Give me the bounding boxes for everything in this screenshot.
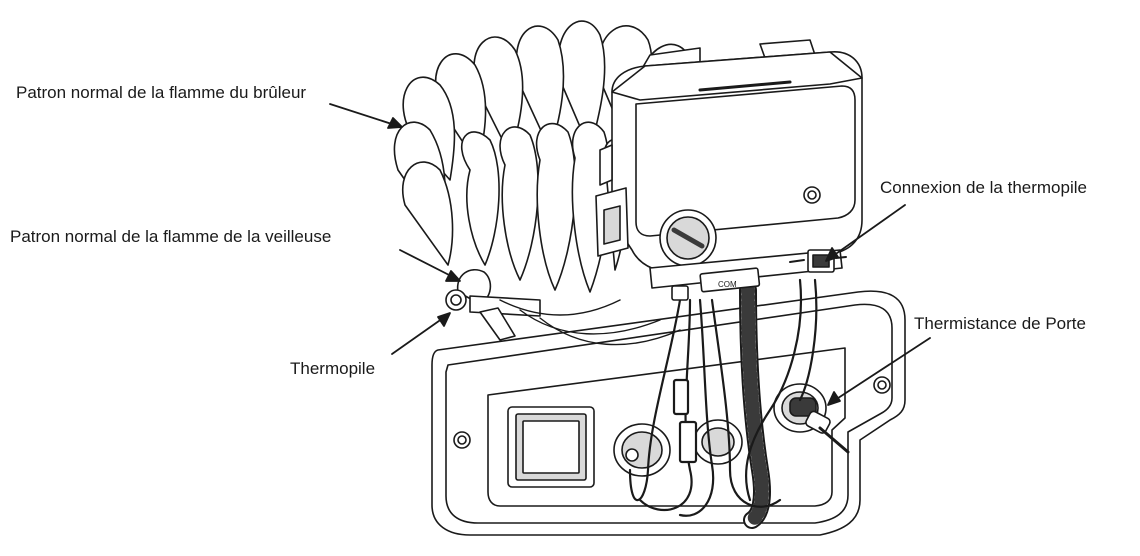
label-door-thermistor: Thermistance de Porte (914, 314, 1086, 333)
wire-grommet-center (693, 419, 743, 465)
gas-control-valve: COM (595, 39, 863, 301)
door-thermistor-fitting (773, 383, 850, 454)
com-port-marking: COM (718, 280, 737, 289)
screw-left-icon (453, 431, 471, 449)
arrow-door-thermistor (831, 337, 931, 403)
wire-harness (628, 278, 818, 517)
label-burner-flame-pattern: Patron normal de la flamme du brûleur (16, 83, 307, 102)
status-led-icon (803, 186, 821, 204)
sight-glass-window (507, 406, 595, 488)
label-thermopile-connection: Connexion de la thermopile (880, 178, 1087, 197)
wire-grommet-left (613, 423, 671, 477)
label-pilot-flame-pattern: Patron normal de la flamme de la veilleu… (10, 227, 332, 246)
arrow-thermopile-connection (829, 204, 906, 259)
arrow-burner-flame (329, 103, 399, 127)
callout-arrows (329, 103, 931, 406)
label-thermopile: Thermopile (290, 359, 376, 378)
screw-right-icon (873, 376, 891, 394)
pilot-assembly (445, 268, 681, 346)
pilot-tube-corrugated (739, 281, 771, 529)
arrow-pilot-flame (399, 249, 456, 279)
arrow-thermopile (391, 315, 447, 355)
